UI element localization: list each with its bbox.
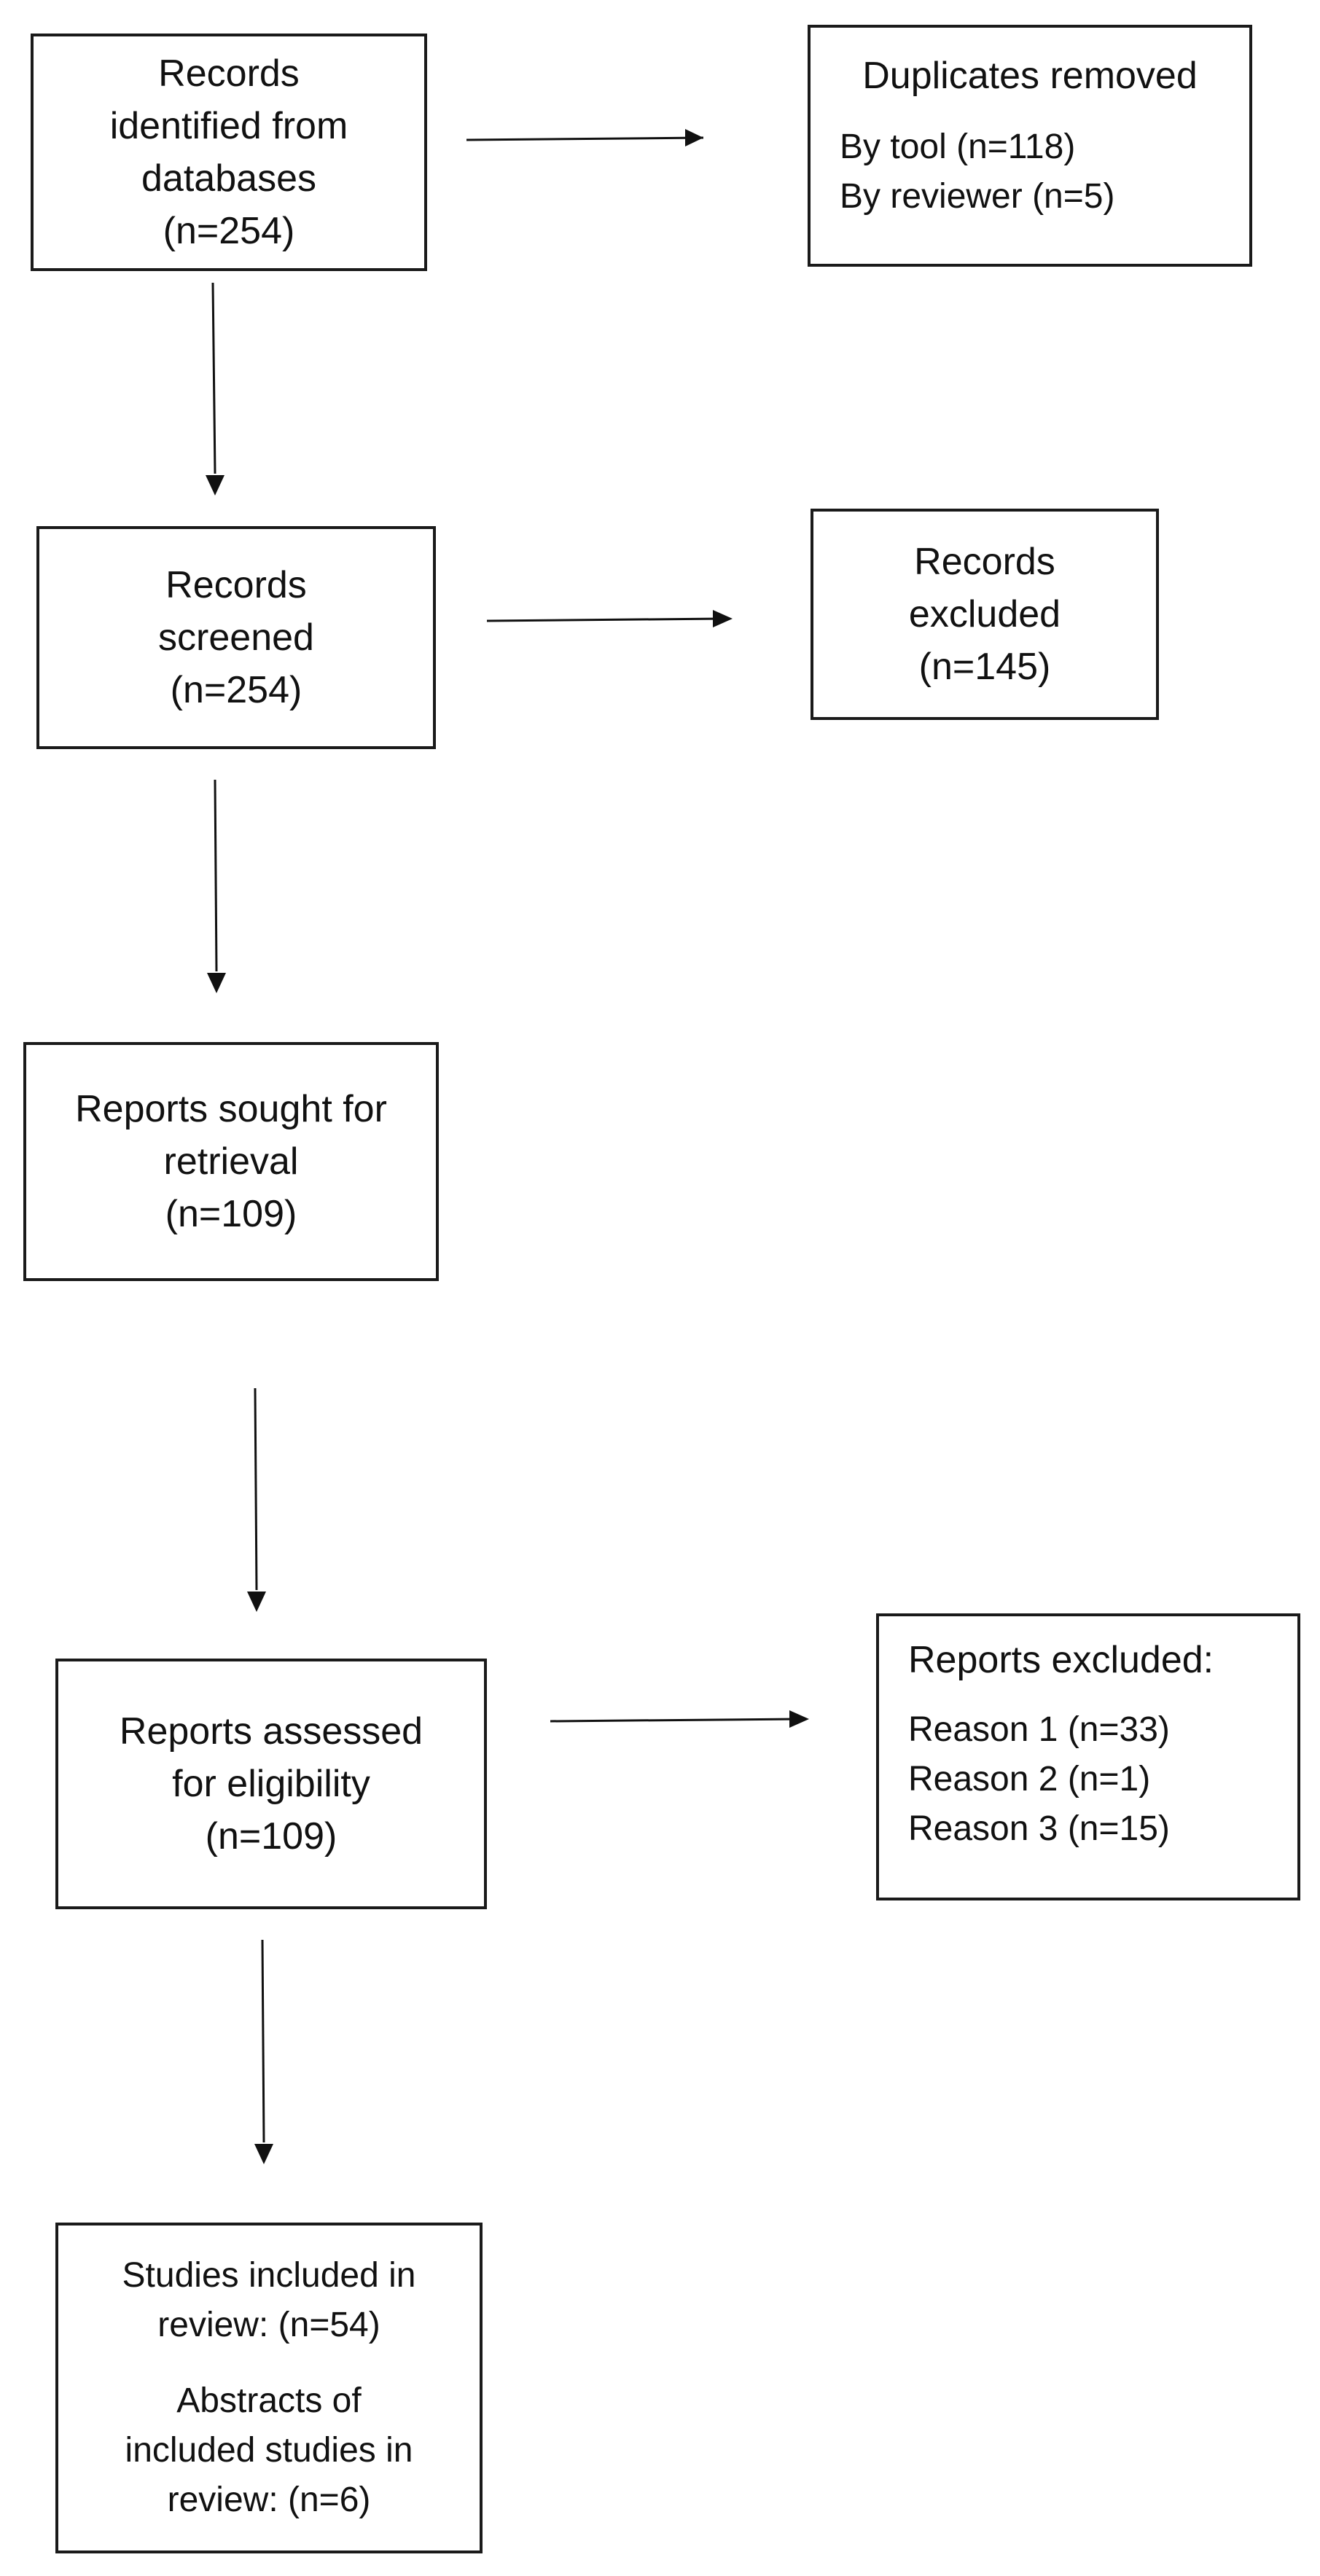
box-line: review: (n=54) [157,2306,380,2344]
duplicates-title: Duplicates removed [811,50,1249,102]
box-line: Records [158,52,300,95]
arrow-assessed-to-reports-excluded [550,1718,799,1723]
box-line: excluded [908,593,1061,635]
arrowhead [789,1710,809,1728]
reason-item: Reason 2 (n=1) [908,1760,1151,1798]
arrowhead [206,475,224,496]
duplicates-title-text: Duplicates removed [862,55,1198,97]
studies-included-box: Studies included in review: (n=54) Abstr… [55,2223,483,2553]
records-excluded-box: Records excluded (n=145) [811,509,1159,720]
arrowhead [247,1592,266,1612]
box-line: identified from [109,105,348,147]
box-line: Reports sought for [75,1088,387,1130]
arrowhead [207,973,226,993]
arrowhead [254,2144,273,2164]
box-line: (n=254) [170,669,302,711]
box-line: review: (n=6) [167,2481,371,2519]
arrow-identified-to-screened [211,282,216,474]
duplicates-item: By tool (n=118) [840,128,1076,166]
duplicates-item: By reviewer (n=5) [840,177,1115,216]
box-line: Studies included in [122,2256,416,2295]
records-identified-box: Records identified from databases (n=254… [31,34,427,271]
arrow-sought-to-assessed [254,1387,258,1591]
reports-excluded-content: Reports excluded: Reason 1 (n=33) Reason… [908,1634,1214,1854]
reports-excluded-title: Reports excluded: [908,1639,1214,1681]
box-line: retrieval [163,1140,299,1183]
duplicates-removed-box: Duplicates removed By tool (n=118) By re… [808,25,1252,267]
box-line: (n=109) [205,1815,337,1857]
arrow-assessed-to-included [261,1939,265,2143]
box-line: for eligibility [172,1763,370,1805]
box-line: Records [165,564,307,606]
reason-item: Reason 3 (n=15) [908,1809,1170,1848]
box-line: Abstracts of [176,2381,362,2420]
box-line: Reports assessed [119,1710,423,1753]
reports-assessed-box: Reports assessed for eligibility (n=109) [55,1659,487,1909]
duplicates-items: By tool (n=118) By reviewer (n=5) [840,122,1114,222]
box-line: screened [158,616,314,659]
box-line: Records [914,541,1055,583]
reason-item: Reason 1 (n=33) [908,1710,1170,1749]
box-line: included studies in [125,2431,413,2470]
arrowhead [713,610,733,627]
arrow-identified-to-duplicates [466,136,704,141]
arrow-screened-to-sought [214,779,218,972]
records-screened-box: Records screened (n=254) [36,526,436,749]
box-line: (n=109) [165,1193,297,1235]
box-line: (n=254) [163,210,295,252]
reports-excluded-box: Reports excluded: Reason 1 (n=33) Reason… [876,1613,1300,1900]
reports-sought-box: Reports sought for retrieval (n=109) [23,1042,439,1281]
arrowhead [685,129,703,146]
box-line: databases [141,157,316,200]
arrow-screened-to-excluded [486,617,722,622]
box-line: (n=145) [918,646,1051,688]
